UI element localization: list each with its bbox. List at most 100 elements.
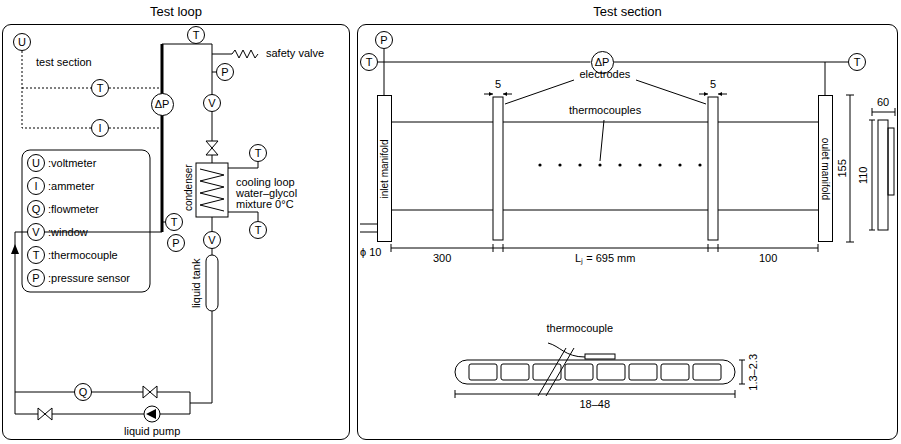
leader-line <box>505 80 574 104</box>
panel-frame: PTΔPTinlet manifoldoulet manifoldTest se… <box>357 24 898 440</box>
instrument-symbol: I <box>91 119 109 137</box>
part-label: safety valve <box>266 47 324 60</box>
dimension-value: 18–48 <box>580 398 611 411</box>
instrument-symbol: U <box>27 154 45 172</box>
channel-cell <box>469 364 497 380</box>
section-cut-line <box>538 348 574 396</box>
legend-entry: :window <box>48 226 88 239</box>
manifold-box: inlet manifold <box>377 95 392 242</box>
valve-symbol <box>38 408 52 420</box>
instrument-symbol: Q <box>74 383 92 401</box>
thermocouple-dot <box>578 163 581 166</box>
legend-entry: :flowmeter <box>48 203 99 216</box>
part-label: thermocouple <box>547 322 614 335</box>
thermocouple-dot <box>658 163 661 166</box>
electrode <box>493 97 503 240</box>
channel-cell <box>597 364 625 380</box>
safety-valve-spring <box>212 50 258 58</box>
panel-heading: Test section <box>358 4 897 19</box>
dimension-arrow <box>503 92 507 96</box>
instrument-symbol: T <box>360 53 378 71</box>
electrode <box>708 97 718 240</box>
instrument-symbol: T <box>249 221 267 239</box>
dimension-value: 1.3–2.3 <box>747 353 760 390</box>
thermocouple-dot <box>598 163 601 166</box>
symbol-letter: Q <box>79 387 88 398</box>
symbol-letter: U <box>32 158 40 169</box>
instrument-symbol: V <box>203 94 221 112</box>
leader-line <box>636 80 706 104</box>
pump-symbol <box>144 406 160 422</box>
channel-cell <box>565 364 593 380</box>
legend-box <box>22 150 150 292</box>
thermocouple-dots <box>538 163 701 166</box>
dimension-line <box>739 360 745 384</box>
legend-text: :pressure sensor <box>48 272 130 284</box>
thermocouple-dot <box>618 163 621 166</box>
instrument-symbol: V <box>27 223 45 241</box>
inlet-pipe <box>360 224 377 232</box>
channel-cross-section <box>455 360 735 384</box>
dimension-line <box>391 248 818 249</box>
symbol-letter: P <box>172 238 179 249</box>
symbol-letter: T <box>97 83 104 94</box>
cooling-line <box>228 162 258 168</box>
dimension-value: 60 <box>877 96 889 109</box>
symbol-letter: I <box>34 181 37 192</box>
legend-entry: :pressure sensor <box>48 272 130 285</box>
dimension-value: Lⱼ = 695 mm <box>575 252 635 265</box>
leader-line <box>600 120 604 161</box>
symbol-letter: P <box>221 67 228 78</box>
pressure-tap-line <box>825 62 826 95</box>
channel-cell <box>501 364 529 380</box>
dimension-value: 110 <box>857 166 870 184</box>
manifold-label: oulet manifold <box>820 137 831 199</box>
thermocouple-dot <box>538 163 541 166</box>
dimension-arrow <box>718 92 722 96</box>
dimension-value: 5 <box>495 78 501 91</box>
instrument-symbol: ΔP <box>151 93 174 116</box>
symbol-letter: V <box>208 98 215 109</box>
symbol-letter: I <box>98 123 101 134</box>
dimension-line <box>455 390 735 398</box>
symbol-letter: ΔP <box>595 57 610 68</box>
instrument-symbol: T <box>91 79 109 97</box>
channel-cells <box>469 364 721 380</box>
flow-arrow <box>11 244 19 254</box>
instrument-symbol: Q <box>27 200 45 218</box>
part-label: electrodes <box>580 68 631 81</box>
instrument-symbol: P <box>216 63 234 81</box>
symbol-letter: T <box>193 30 200 41</box>
pump-triangle <box>146 409 156 419</box>
valve-symbol <box>206 141 218 155</box>
signal-wire <box>109 88 160 89</box>
legend-entry: :ammeter <box>48 180 94 193</box>
symbol-letter: T <box>255 225 262 236</box>
part-label: liquid tank <box>190 258 203 308</box>
symbol-letter: T <box>366 57 373 68</box>
channel-cell <box>629 364 657 380</box>
dimension-line <box>484 94 727 95</box>
manifold-label: inlet manifold <box>379 139 390 198</box>
part-label: thermocouples <box>569 104 641 117</box>
dimension-arrow <box>489 92 493 96</box>
condenser-box <box>196 163 228 217</box>
cooling-line <box>228 212 258 221</box>
instrument-symbol: T <box>187 26 205 44</box>
symbol-letter: P <box>380 35 387 46</box>
instrument-symbol: I <box>27 177 45 195</box>
legend-entry: :voltmeter <box>48 157 96 170</box>
side-view-manifold <box>888 128 894 195</box>
dimension-value: 155 <box>836 159 849 177</box>
signal-wires <box>22 51 160 128</box>
symbol-letter: U <box>18 37 26 48</box>
thermocouple-dot <box>638 163 641 166</box>
instrument-symbol: U <box>13 33 31 51</box>
symbol-letter: V <box>208 235 215 246</box>
symbol-letter: ΔP <box>155 99 170 110</box>
symbol-letter: P <box>32 273 39 284</box>
dimension-tick <box>391 244 818 252</box>
legend-text: :voltmeter <box>48 157 96 169</box>
